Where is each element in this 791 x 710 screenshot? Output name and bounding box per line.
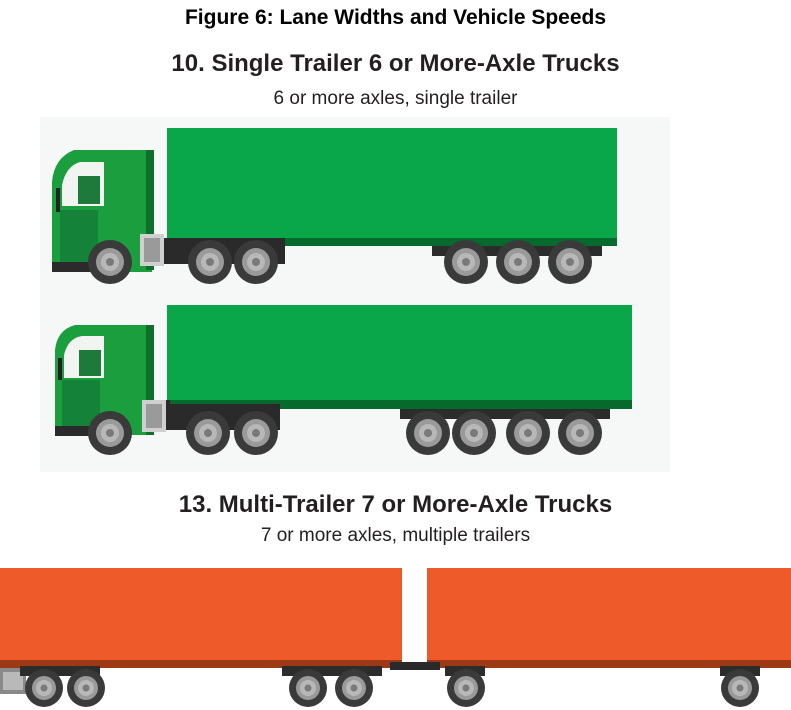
- class13-truck: [0, 568, 791, 707]
- class10-truck-b: [55, 305, 632, 455]
- trailer-body: [167, 128, 617, 238]
- rear-trailer-body: [427, 568, 791, 660]
- trailer-body: [167, 305, 632, 400]
- front-trailer-body: [0, 568, 402, 660]
- class10-truck-a: [52, 128, 617, 284]
- class13-subtitle: 7 or more axles, multiple trailers: [0, 525, 791, 547]
- class13-title: 13. Multi-Trailer 7 or More-Axle Trucks: [0, 491, 791, 519]
